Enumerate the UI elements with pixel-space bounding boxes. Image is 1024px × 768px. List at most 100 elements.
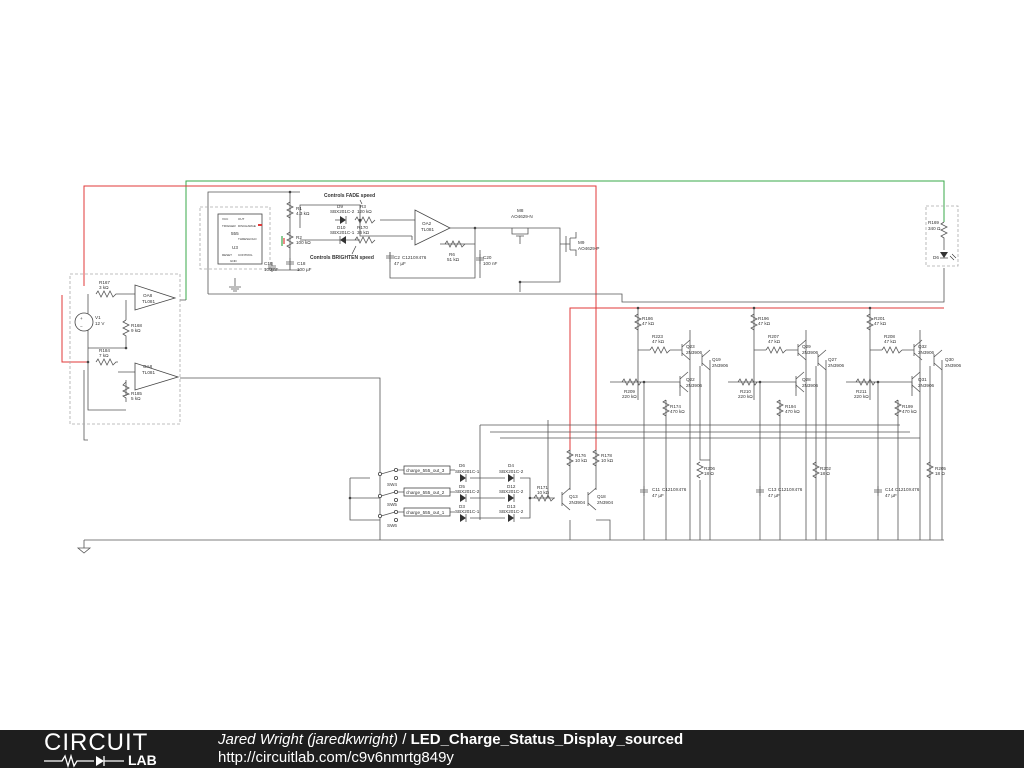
mosfet-m8[interactable]: M8 AO4629-N	[511, 208, 533, 244]
resistor-r196[interactable]: R196 47 kΩ	[750, 313, 771, 331]
netlabel-charge-out-2[interactable]: charge_555_out_2	[403, 487, 451, 497]
svg-text:C1210X476: C1210X476	[662, 487, 687, 492]
svg-text:47 µF: 47 µF	[652, 493, 664, 498]
bjt-q32[interactable]: Q32 2N3906	[913, 339, 935, 361]
svg-text:C2: C2	[394, 255, 400, 260]
capacitor-c16[interactable]: C16 100 nF	[264, 261, 278, 272]
circuitlab-logo-text[interactable]: CIRCUIT	[44, 729, 149, 756]
diode-d9[interactable]: D9 SBX201C-2	[330, 204, 355, 224]
svg-text:470 kΩ: 470 kΩ	[785, 409, 800, 414]
opamp-oa8-top[interactable]: OA8 TL081	[134, 284, 177, 311]
netlabel-charge-out-3[interactable]: charge_555_out_3	[403, 465, 451, 475]
resistor-r169[interactable]: R169 340 Ω	[928, 220, 948, 250]
opamp-oa8-bottom[interactable]: OA8 TL081	[134, 362, 180, 391]
resistor-r6[interactable]: R6 51 kΩ	[444, 240, 466, 262]
svg-text:47 µF: 47 µF	[394, 261, 406, 266]
source-group-box	[69, 273, 181, 425]
svg-text:10 kΩ: 10 kΩ	[575, 458, 588, 463]
resistor-r185[interactable]: R185 5 kΩ	[122, 381, 142, 402]
resistor-r199[interactable]: R199 470 kΩ	[894, 399, 917, 417]
capacitor-c13[interactable]: C13 C1210X476 47 µF	[756, 486, 803, 498]
resistor-r1[interactable]: R1 4.3 kΩ	[286, 201, 310, 219]
bjt-q27[interactable]: Q27 2N3906	[817, 349, 845, 371]
resistor-r174[interactable]: R174 470 kΩ	[662, 399, 685, 417]
resistor-r206[interactable]: R206 18 Ω	[696, 461, 715, 479]
svg-text:Q28: Q28	[802, 377, 811, 382]
opamp-oa2[interactable]: OA2 TL081	[414, 209, 451, 246]
capacitor-c18[interactable]: C18 100 µF	[286, 258, 312, 272]
bjt-q30[interactable]: Q30 2N3906	[933, 349, 962, 371]
timer-555-u3[interactable]: VCC OUT TRIGGER DISCHARGE 555 THRESHOLD …	[217, 213, 263, 265]
resistor-r186[interactable]: R186 47 kΩ	[634, 313, 655, 331]
diode-d6-bank[interactable]: D6 SBX201C-1	[455, 463, 480, 482]
resistor-r209[interactable]: R209 220 kΩ	[621, 378, 642, 399]
timer-group-box	[199, 206, 271, 270]
svg-text:SBX201C-2: SBX201C-2	[455, 489, 480, 494]
resistor-r171[interactable]: R171 10 kΩ	[533, 485, 555, 502]
svg-text:220 kΩ: 220 kΩ	[622, 394, 637, 399]
svg-text:R186: R186	[642, 316, 653, 321]
svg-text:Controls FADE speed: Controls FADE speed	[324, 193, 375, 199]
svg-text:2N3904: 2N3904	[597, 500, 614, 505]
svg-text:OUT: OUT	[238, 217, 245, 221]
netlabel-charge-out-1[interactable]: charge_555_out_1	[403, 507, 451, 517]
resistor-r223[interactable]: R223 47 kΩ	[649, 334, 671, 354]
bjt-q13[interactable]: Q13 2N3904	[561, 487, 586, 511]
svg-text:2N3906: 2N3906	[828, 363, 845, 368]
resistor-r205[interactable]: R205 18 Ω	[926, 461, 946, 479]
resistor-r178[interactable]: R178 10 kΩ	[592, 449, 614, 467]
switch-sw5[interactable]: SW5	[377, 489, 398, 507]
resistor-r208[interactable]: R208 47 kΩ	[881, 334, 903, 354]
resistor-r168[interactable]: R168 9 kΩ	[122, 319, 142, 340]
diode-d4[interactable]: D4 SBX201C-2	[499, 463, 524, 482]
bjt-q23[interactable]: Q23 2N3906	[681, 339, 703, 361]
svg-text:THRESHOLD: THRESHOLD	[238, 237, 257, 241]
potentiometer-r2[interactable]: R2 100 kΩ	[281, 231, 311, 249]
bjt-q29[interactable]: Q29 2N3906	[797, 339, 819, 361]
bjt-q19[interactable]: Q19 2N3906	[701, 349, 729, 371]
svg-text:47 kΩ: 47 kΩ	[884, 339, 897, 344]
resistor-r194[interactable]: R194 470 kΩ	[776, 399, 800, 417]
resistor-r207[interactable]: R207 47 kΩ	[765, 334, 787, 354]
resistor-r202[interactable]: R202 18 Ω	[812, 461, 831, 479]
capacitor-c2[interactable]: C2 C1210X476 47 µF	[386, 252, 427, 266]
diode-d5[interactable]: D5 SBX201C-2	[455, 484, 480, 502]
fade-note: Controls FADE speed	[324, 193, 375, 205]
svg-text:R171: R171	[537, 485, 548, 490]
bjt-q18[interactable]: Q18 2N3904	[587, 487, 614, 511]
diode-d12[interactable]: D12 SBX201C-2	[499, 484, 524, 502]
svg-text:R3: R3	[360, 204, 366, 209]
switch-sw6[interactable]: SW6	[377, 509, 398, 528]
resistor-r184[interactable]: R184 7 kΩ	[95, 348, 118, 366]
bjt-q28[interactable]: Q28 2N3906	[795, 371, 819, 393]
resistor-r167[interactable]: R167 3 kΩ	[95, 280, 118, 298]
svg-text:2N3906: 2N3906	[712, 363, 729, 368]
bjt-q22[interactable]: Q22 2N3906	[679, 371, 703, 393]
resistor-r170[interactable]: R170 36 kΩ	[354, 225, 376, 244]
capacitor-c20[interactable]: C20 100 nF	[476, 254, 497, 266]
resistor-r176[interactable]: R176 10 kΩ	[566, 449, 588, 467]
resistor-r3[interactable]: R3 120 kΩ	[354, 204, 376, 224]
svg-text:−: −	[80, 324, 83, 329]
svg-text:R174: R174	[670, 404, 681, 409]
mosfet-m9[interactable]: M9 AO4629-P	[565, 232, 599, 256]
svg-text:TRIGGER: TRIGGER	[222, 224, 237, 228]
led-d6[interactable]: D6	[933, 252, 957, 261]
oa8-part: TL081	[142, 299, 155, 304]
circuit-url[interactable]: http://circuitlab.com/c9v6nmrtg849y	[218, 749, 454, 766]
diode-d3[interactable]: D3 SBX201C-1	[455, 504, 480, 522]
resistor-r210[interactable]: R210 220 kΩ	[737, 378, 758, 399]
resistor-r201[interactable]: R201 47 kΩ	[866, 313, 887, 331]
diode-d13[interactable]: D13 SBX201C-2	[499, 504, 524, 522]
svg-text:AO4629-N: AO4629-N	[511, 214, 533, 219]
svg-text:M9: M9	[578, 240, 585, 245]
bjt-q31[interactable]: Q31 2N3906	[911, 371, 935, 393]
switch-sw4[interactable]: SW4	[377, 467, 398, 487]
svg-text:Q19: Q19	[712, 357, 721, 362]
diode-d10[interactable]: D10 SBX201C-1	[330, 225, 355, 244]
author-name[interactable]: Jared Wright (jaredkwright)	[218, 731, 399, 748]
resistor-r211[interactable]: R211 220 kΩ	[854, 378, 876, 399]
voltage-source-v1[interactable]: + − V1 12 V	[74, 312, 105, 332]
capacitor-c14[interactable]: C14 C1210X476 47 µF	[874, 486, 920, 498]
capacitor-c11[interactable]: C11 C1210X476 47 µF	[640, 486, 687, 498]
